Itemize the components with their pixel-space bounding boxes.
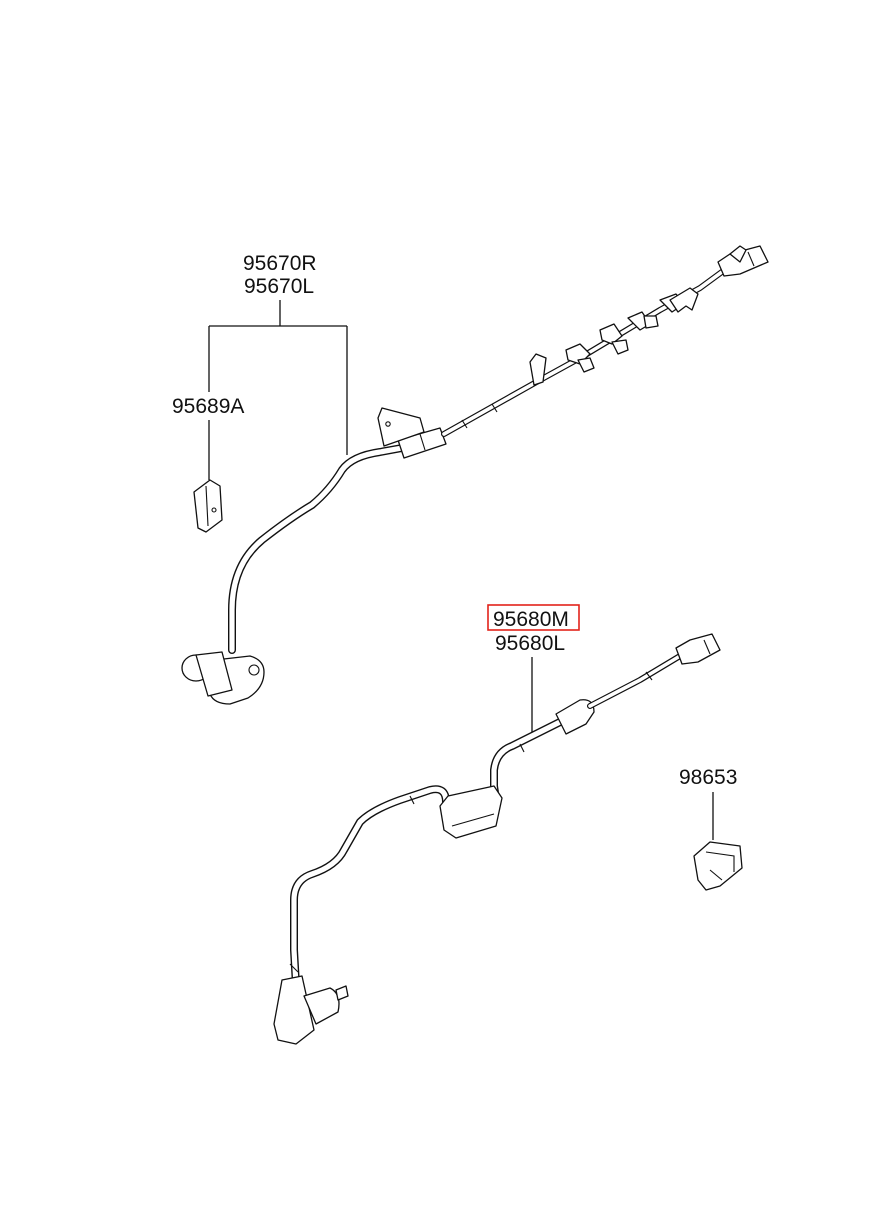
upper-wheel-speed-sensor-harness	[181, 245, 769, 705]
label-95680L[interactable]: 95680L	[495, 632, 565, 655]
label-98653[interactable]: 98653	[679, 766, 737, 789]
label-95689A[interactable]: 95689A	[172, 395, 244, 418]
clip-98653-part	[693, 841, 743, 891]
label-95680M[interactable]: 95680M	[493, 608, 569, 631]
leader-lines	[208, 300, 714, 840]
clip-95689A-part	[193, 479, 223, 533]
highlight-box-95680M	[487, 604, 580, 631]
label-95670R[interactable]: 95670R	[243, 252, 317, 275]
label-95670L[interactable]: 95670L	[244, 275, 314, 298]
lower-wheel-speed-sensor-harness	[273, 633, 721, 1045]
